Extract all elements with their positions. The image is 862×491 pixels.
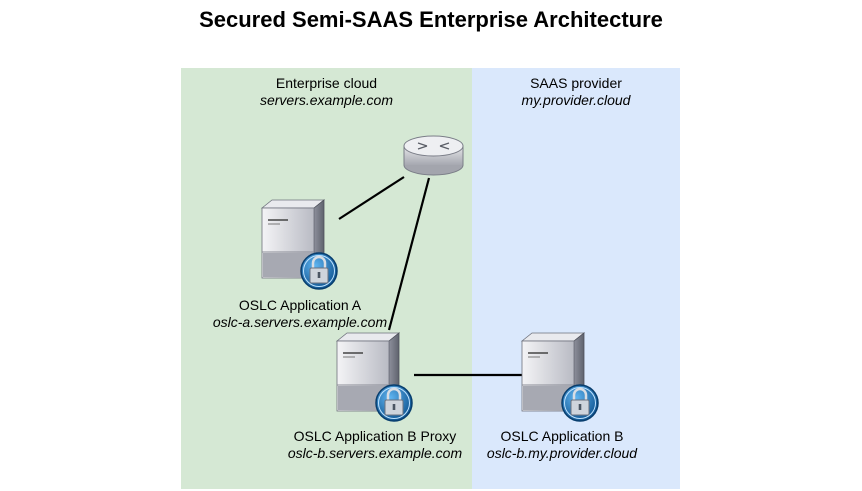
enterprise-zone-host: servers.example.com <box>259 92 394 108</box>
app-a-host: oslc-a.servers.example.com <box>212 314 388 330</box>
diagram-title: Secured Semi-SAAS Enterprise Architectur… <box>199 7 663 32</box>
enterprise-zone-label: Enterprise cloud servers.example.com <box>181 75 472 109</box>
app-b-proxy-node-label: OSLC Application B Proxy oslc-b.servers.… <box>255 428 495 462</box>
router-icon <box>403 135 464 176</box>
app-b-host: oslc-b.my.provider.cloud <box>486 445 638 461</box>
saas-zone-name: SAAS provider <box>530 75 622 91</box>
app-b-proxy-name: OSLC Application B Proxy <box>293 428 457 444</box>
app-b-proxy-host: oslc-b.servers.example.com <box>287 445 463 461</box>
app-a-node-label: OSLC Application A oslc-a.servers.exampl… <box>180 297 420 331</box>
app-b-node-label: OSLC Application B oslc-b.my.provider.cl… <box>452 428 672 462</box>
lock-icon <box>299 251 339 291</box>
saas-zone-host: my.provider.cloud <box>521 92 631 108</box>
connector-app-a-router <box>338 176 405 220</box>
saas-zone-label: SAAS provider my.provider.cloud <box>472 75 680 109</box>
enterprise-zone-name: Enterprise cloud <box>275 75 378 91</box>
app-a-name: OSLC Application A <box>238 297 362 313</box>
lock-icon <box>374 383 414 423</box>
connector-router-proxy <box>387 177 431 331</box>
lock-icon <box>560 383 600 423</box>
app-b-name: OSLC Application B <box>500 428 624 444</box>
